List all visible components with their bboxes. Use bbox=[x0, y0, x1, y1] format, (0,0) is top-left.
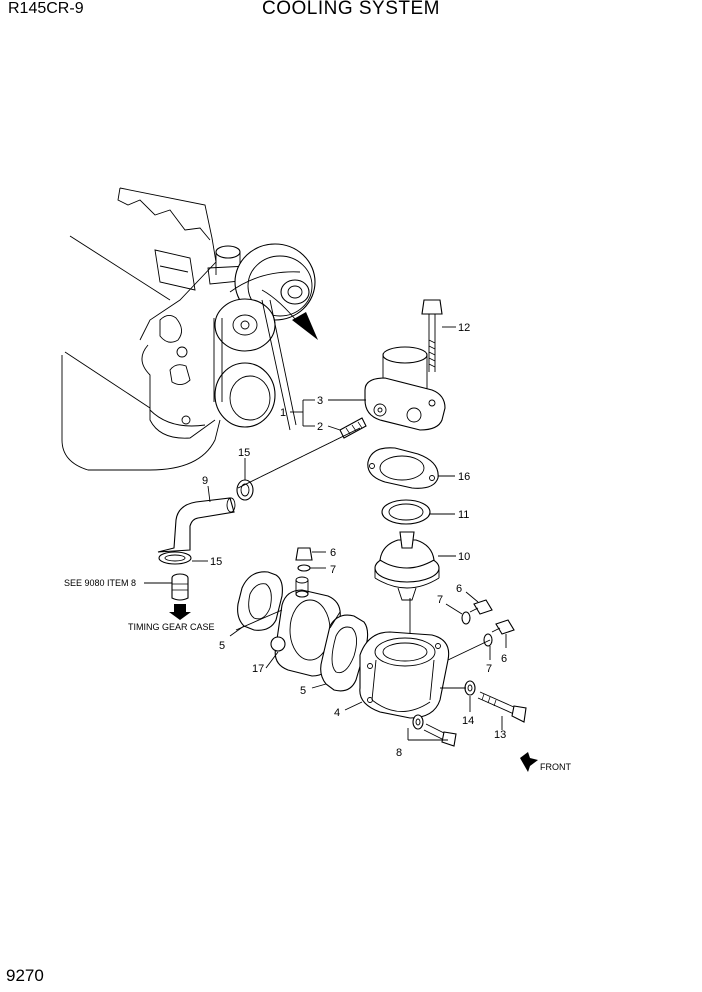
fan-pulley-and-belt bbox=[213, 243, 316, 431]
part-4-thermostat-case bbox=[344, 598, 450, 719]
callout-3: 3 bbox=[317, 395, 323, 407]
see-reference-note: SEE 9080 ITEM 8 bbox=[64, 578, 136, 588]
part-13-long-bolt bbox=[477, 691, 527, 730]
part-6-bolt-right-upper bbox=[465, 591, 493, 615]
callout-1: 1 bbox=[280, 407, 286, 419]
callout-15-lower: 15 bbox=[210, 556, 222, 568]
part-8-washer-and-bolt bbox=[407, 714, 457, 747]
front-direction-arrow bbox=[520, 752, 538, 772]
part-14-washer bbox=[464, 680, 476, 712]
part-5-gasket-lower bbox=[311, 614, 369, 692]
part-9-hose bbox=[157, 485, 236, 553]
engine-inlet-fitting bbox=[144, 573, 191, 620]
part-15-hose-clamp-upper bbox=[236, 458, 254, 501]
callout-7-upper: 7 bbox=[330, 564, 336, 576]
part-6-plug-upper bbox=[295, 547, 326, 561]
callout-17: 17 bbox=[252, 663, 264, 675]
assembly-centerlines bbox=[235, 609, 491, 689]
removal-arrow bbox=[261, 289, 318, 340]
callout-5-lower: 5 bbox=[300, 685, 306, 697]
callout-4: 4 bbox=[334, 707, 340, 719]
part-11-seal-ring bbox=[381, 499, 455, 525]
callout-16: 16 bbox=[458, 471, 470, 483]
part-7-washer-upper bbox=[297, 564, 326, 572]
callout-8: 8 bbox=[396, 747, 402, 759]
part-10-thermostat bbox=[374, 531, 456, 601]
callout-2: 2 bbox=[317, 421, 323, 433]
part-15-hose-clamp-lower bbox=[158, 551, 208, 565]
callout-13: 13 bbox=[494, 729, 506, 741]
part-6-bolt-right-lower bbox=[491, 619, 515, 648]
model-code: R145CR-9 bbox=[8, 0, 84, 17]
page-number: 9270 bbox=[6, 966, 44, 985]
part-7-washer-right-upper bbox=[445, 603, 471, 625]
callout-14: 14 bbox=[462, 715, 474, 727]
part-5-gasket-upper bbox=[229, 571, 283, 637]
timing-gear-case-label: TIMING GEAR CASE bbox=[128, 622, 215, 632]
part-7-washer-right-lower bbox=[483, 633, 493, 660]
callout-11: 11 bbox=[458, 509, 469, 521]
part-2-stud bbox=[339, 417, 367, 439]
callout-bracket-1 bbox=[290, 399, 366, 431]
callout-10: 10 bbox=[458, 551, 470, 563]
part-3-thermostat-housing bbox=[364, 346, 446, 431]
front-label: FRONT bbox=[540, 762, 571, 772]
callout-6-right-lower: 6 bbox=[501, 653, 507, 665]
part-12-bolt bbox=[421, 299, 456, 372]
callout-15-upper: 15 bbox=[238, 447, 250, 459]
callout-9: 9 bbox=[202, 475, 208, 487]
callout-6-upper: 6 bbox=[330, 547, 336, 559]
part-16-gasket bbox=[367, 447, 455, 489]
callout-7-right-upper: 7 bbox=[437, 594, 443, 606]
engine-block bbox=[61, 187, 221, 471]
callout-5-upper: 5 bbox=[219, 640, 225, 652]
callout-6-right-upper: 6 bbox=[456, 583, 462, 595]
page-title: COOLING SYSTEM bbox=[261, 0, 441, 19]
callout-7-right-lower: 7 bbox=[486, 663, 492, 675]
callout-12: 12 bbox=[458, 322, 470, 334]
